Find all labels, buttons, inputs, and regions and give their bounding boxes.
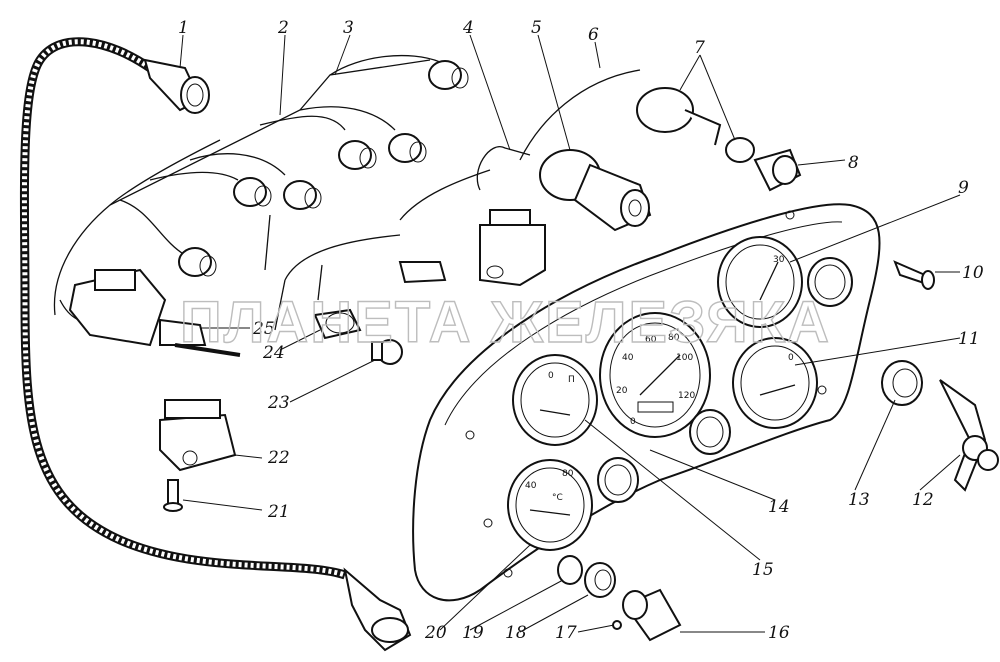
ignition-wires [264,69,641,331]
callout-21: 21 [267,502,290,522]
clock-gauge [807,257,853,307]
relay-22 [159,399,237,472]
speedo-tick-40: 40 [622,353,634,363]
callout-19: 19 [462,623,484,643]
instrument-harness [53,54,441,323]
callout-13: 13 [848,490,870,510]
callout-7: 7 [694,38,705,58]
lamp-cap-16 [622,588,682,642]
gauge-11: 0 [732,337,818,429]
callout-17: 17 [555,623,577,643]
gauge-9-mark: 30 [773,255,785,265]
callout-1: 1 [178,18,189,38]
leader-lines [179,34,961,633]
indicator-lamp [597,457,639,503]
gauge-11-mark: 0 [788,353,794,363]
callout-4: 4 [462,18,474,38]
callout-11: 11 [958,329,980,349]
callout-14: 14 [768,497,790,517]
bulb-23 [371,339,403,365]
watermark: ПЛАНЕТА ЖЕЛЕЗЯКА [180,290,831,355]
switch-bracket-25 [68,268,241,357]
callout-2: 2 [277,18,289,38]
gauge-15-mark-f: П [568,375,575,385]
lamp-socket [428,60,469,90]
screw-21 [163,479,183,512]
callout-5: 5 [531,18,542,38]
callout-20: 20 [424,623,447,643]
gauge-20-unit: °C [552,493,563,503]
speedo-tick-80: 80 [668,333,680,343]
connector-1 [143,58,210,114]
ignition-switch-5 [539,149,652,232]
switch-7 [636,87,755,163]
screw-10 [893,260,935,290]
socket-near-4 [398,261,447,284]
ring-nut-13 [881,360,923,406]
lamp-socket [283,180,322,210]
speedo-tick-120: 120 [678,391,695,401]
speedo-tick-0: 0 [630,417,636,427]
screw-17 [612,620,622,630]
lens-18 [584,562,616,598]
knob-8 [753,148,802,192]
callout-16: 16 [768,623,790,643]
callout-15: 15 [752,560,774,580]
callout-23: 23 [267,393,290,413]
ring-19 [557,555,583,585]
keys-12 [939,379,999,492]
callout-9: 9 [958,178,969,198]
speedo-tick-100: 100 [676,353,693,363]
callout-18: 18 [505,623,527,643]
callout-3: 3 [343,18,354,38]
gauge-20-mark-80: 80 [562,469,574,479]
gauge-15: П 0 [512,354,598,446]
lamp-socket [178,247,217,277]
speedo-tick-20: 20 [616,386,628,396]
warning-lamp [689,409,731,455]
gauge-20: 40 80 °C [507,459,593,551]
callout-6: 6 [588,25,599,45]
speedometer-14: 0 20 40 60 80 100 120 [599,312,711,438]
callout-22: 22 [267,448,290,468]
speedo-tick-60: 60 [645,335,657,345]
relay-4 [479,209,546,287]
callout-10: 10 [962,263,984,283]
lamp-socket [388,133,427,163]
main-harness-cable [19,37,412,652]
lamp-socket [338,140,377,170]
lamp-socket [233,177,272,207]
gauge-20-mark-40: 40 [525,481,537,491]
callout-12: 12 [912,490,934,510]
gauge-9: 30 [717,236,803,328]
socket-24 [313,308,362,340]
callout-labels: 1 2 3 4 5 6 7 8 9 10 11 12 13 14 15 16 1… [178,18,984,643]
callout-25: 25 [252,319,275,339]
gauge-15-mark-0: 0 [548,371,554,381]
callout-24: 24 [262,343,285,363]
callout-8: 8 [848,153,859,173]
